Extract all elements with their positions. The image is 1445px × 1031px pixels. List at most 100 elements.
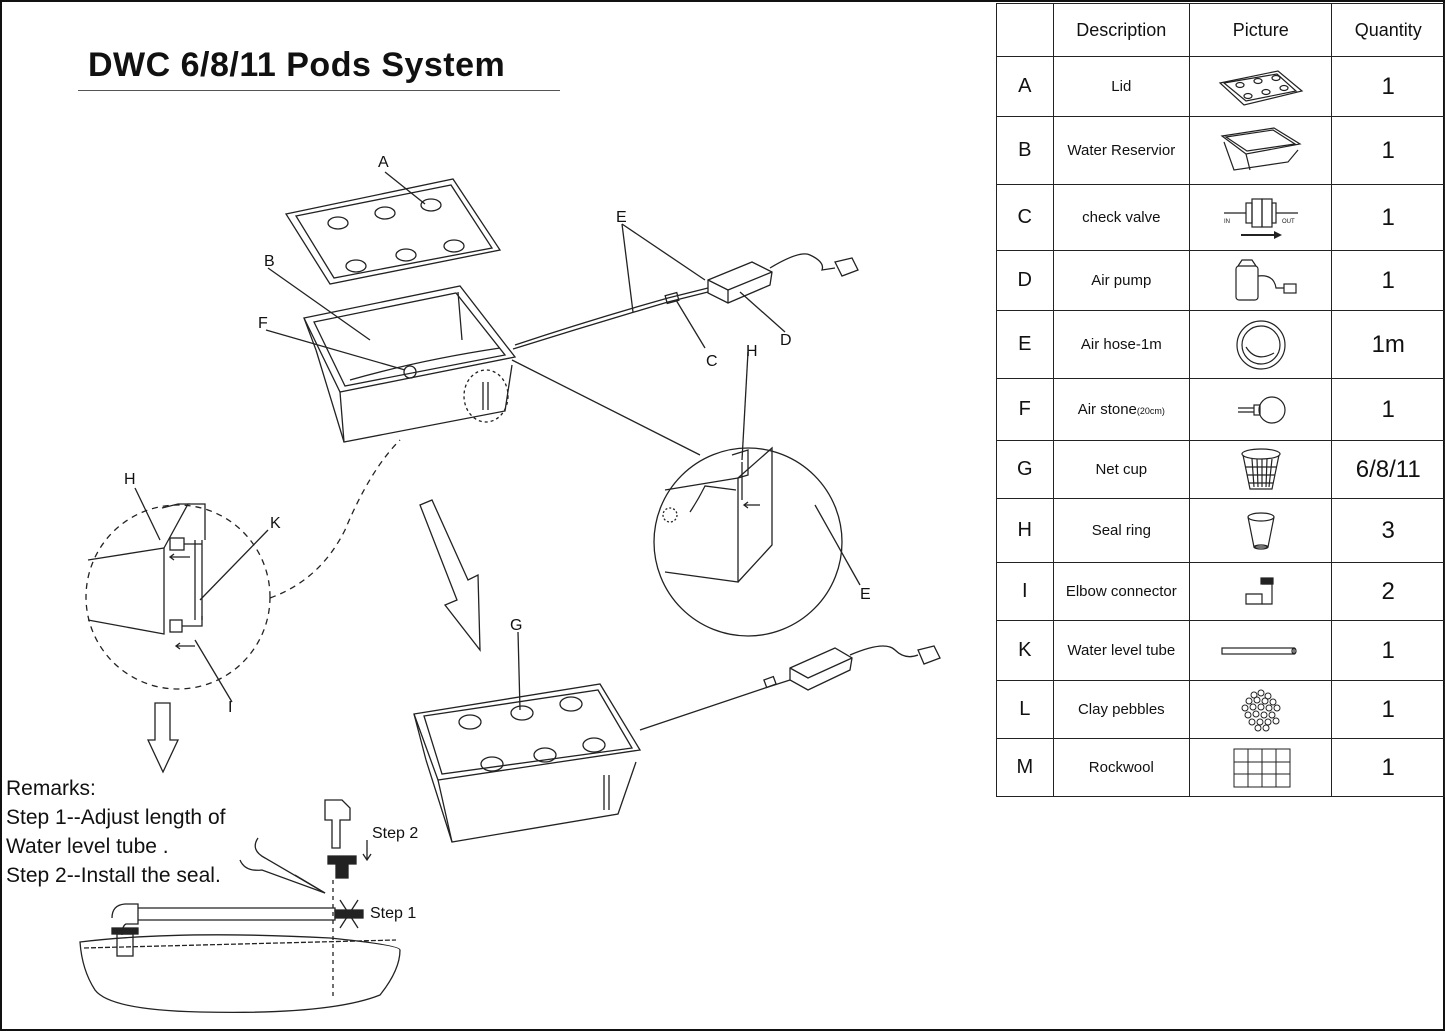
- parts-table: Description Picture Quantity A Lid 1 B W…: [996, 3, 1445, 797]
- header-letter: [996, 3, 1054, 57]
- row-description: Lid: [1052, 56, 1191, 117]
- label-e-right: E: [860, 586, 871, 603]
- row-letter: H: [996, 498, 1054, 563]
- row-letter: B: [996, 116, 1054, 185]
- row-quantity: 3: [1331, 498, 1445, 563]
- air-pump-icon: [1189, 250, 1333, 311]
- row-quantity: 2: [1331, 562, 1445, 621]
- remarks-line-3: Step 2--Install the seal.: [6, 864, 221, 887]
- label-k: K: [270, 515, 281, 532]
- valve-out-label: OUT: [1282, 219, 1295, 225]
- row-description: Air pump: [1052, 250, 1191, 311]
- row-description: Elbow connector: [1052, 562, 1191, 621]
- row-letter: I: [996, 562, 1054, 621]
- table-header-row: Description Picture Quantity: [996, 3, 1445, 57]
- row-letter: C: [996, 184, 1054, 251]
- rockwool-icon: [1189, 738, 1333, 797]
- detail-circle-left: [85, 439, 401, 703]
- row-quantity: 6/8/11: [1331, 440, 1445, 499]
- seal-ring-icon: [1189, 498, 1333, 563]
- step2-label: Step 2: [372, 825, 419, 842]
- row-description-main: Air stone: [1077, 401, 1137, 418]
- row-quantity: 1: [1331, 116, 1445, 185]
- row-description: check valve: [1052, 184, 1191, 251]
- row-quantity: 1: [1331, 250, 1445, 311]
- table-row: I Elbow connector 2: [996, 562, 1445, 621]
- row-description-suffix: (20cm): [1136, 406, 1165, 416]
- row-letter: D: [996, 250, 1054, 311]
- remarks-line-1: Step 1--Adjust length of: [6, 806, 226, 829]
- row-letter: L: [996, 680, 1054, 739]
- net-cup-icon: [1189, 440, 1333, 499]
- row-letter: A: [996, 56, 1054, 117]
- header-picture: Picture: [1189, 3, 1333, 57]
- table-row: D Air pump 1: [996, 250, 1445, 311]
- row-quantity: 1: [1331, 620, 1445, 681]
- elbow-connector-icon: [1189, 562, 1333, 621]
- row-letter: G: [996, 440, 1054, 499]
- label-h-right: H: [746, 343, 758, 360]
- step1-label: Step 1: [370, 905, 417, 922]
- label-g: G: [510, 617, 522, 634]
- label-b: B: [264, 253, 275, 270]
- row-quantity: 1: [1331, 738, 1445, 797]
- page-title: DWC 6/8/11 Pods System: [88, 46, 506, 84]
- check-valve-icon: IN OUT: [1189, 184, 1333, 251]
- table-row: F Air stone(20cm) 1: [996, 378, 1445, 441]
- valve-in-label: IN: [1224, 219, 1230, 225]
- table-row: B Water Reservior 1: [996, 116, 1445, 185]
- row-letter: M: [996, 738, 1054, 797]
- table-row: E Air hose-1m 1m: [996, 310, 1445, 379]
- table-row: K Water level tube 1: [996, 620, 1445, 681]
- reservoir-icon: [1189, 116, 1333, 185]
- water-level-tube-icon: [1189, 620, 1333, 681]
- scissors-drawing: [239, 837, 326, 894]
- remarks: Remarks: Step 1--Adjust length of Water …: [6, 774, 225, 890]
- row-quantity: 1m: [1331, 310, 1445, 379]
- table-row: C check valve IN OUT 1: [996, 184, 1445, 251]
- detail-circle-right: [653, 351, 861, 637]
- table-row: H Seal ring 3: [996, 498, 1445, 563]
- row-description: Air hose-1m: [1052, 310, 1191, 379]
- label-i: I: [228, 699, 232, 716]
- assembly-diagram: A B F E C D H E H K I G: [79, 154, 941, 1014]
- remarks-heading: Remarks:: [6, 777, 96, 800]
- air-pump-drawing: [512, 253, 859, 350]
- down-arrow: [146, 702, 180, 774]
- air-stone-icon: [1189, 378, 1333, 441]
- row-quantity: 1: [1331, 378, 1445, 441]
- row-description: Water Reservior: [1052, 116, 1191, 185]
- lid-icon: [1189, 56, 1333, 117]
- table-row: A Lid 1: [996, 56, 1445, 117]
- row-description: Net cup: [1052, 440, 1191, 499]
- row-letter: E: [996, 310, 1054, 379]
- table-row: L Clay pebbles 1: [996, 680, 1445, 739]
- label-c: C: [706, 353, 718, 370]
- header-description: Description: [1052, 3, 1191, 57]
- air-hose-icon: [1189, 310, 1333, 379]
- row-description: Clay pebbles: [1052, 680, 1191, 739]
- step1-drawing: [79, 880, 401, 1014]
- step2-drawing: [324, 799, 372, 879]
- row-quantity: 1: [1331, 184, 1445, 251]
- row-quantity: 1: [1331, 680, 1445, 739]
- assembly-arrow: [419, 499, 481, 652]
- table-row: G Net cup 6/8/11: [996, 440, 1445, 499]
- row-description: Air stone(20cm): [1052, 378, 1191, 441]
- remarks-line-2: Water level tube .: [6, 835, 169, 858]
- row-description: Water level tube: [1052, 620, 1191, 681]
- label-h-left: H: [124, 471, 136, 488]
- table-row: M Rockwool 1: [996, 738, 1445, 797]
- row-description: Rockwool: [1052, 738, 1191, 797]
- row-description: Seal ring: [1052, 498, 1191, 563]
- label-f: F: [258, 315, 268, 332]
- lid-drawing: [284, 178, 502, 285]
- row-letter: F: [996, 378, 1054, 441]
- reservoir-drawing: [303, 285, 517, 443]
- title-underline: [78, 90, 560, 91]
- row-letter: K: [996, 620, 1054, 681]
- label-a: A: [378, 154, 389, 171]
- assembled-unit-drawing: [413, 631, 941, 843]
- label-e-top: E: [616, 209, 627, 226]
- row-quantity: 1: [1331, 56, 1445, 117]
